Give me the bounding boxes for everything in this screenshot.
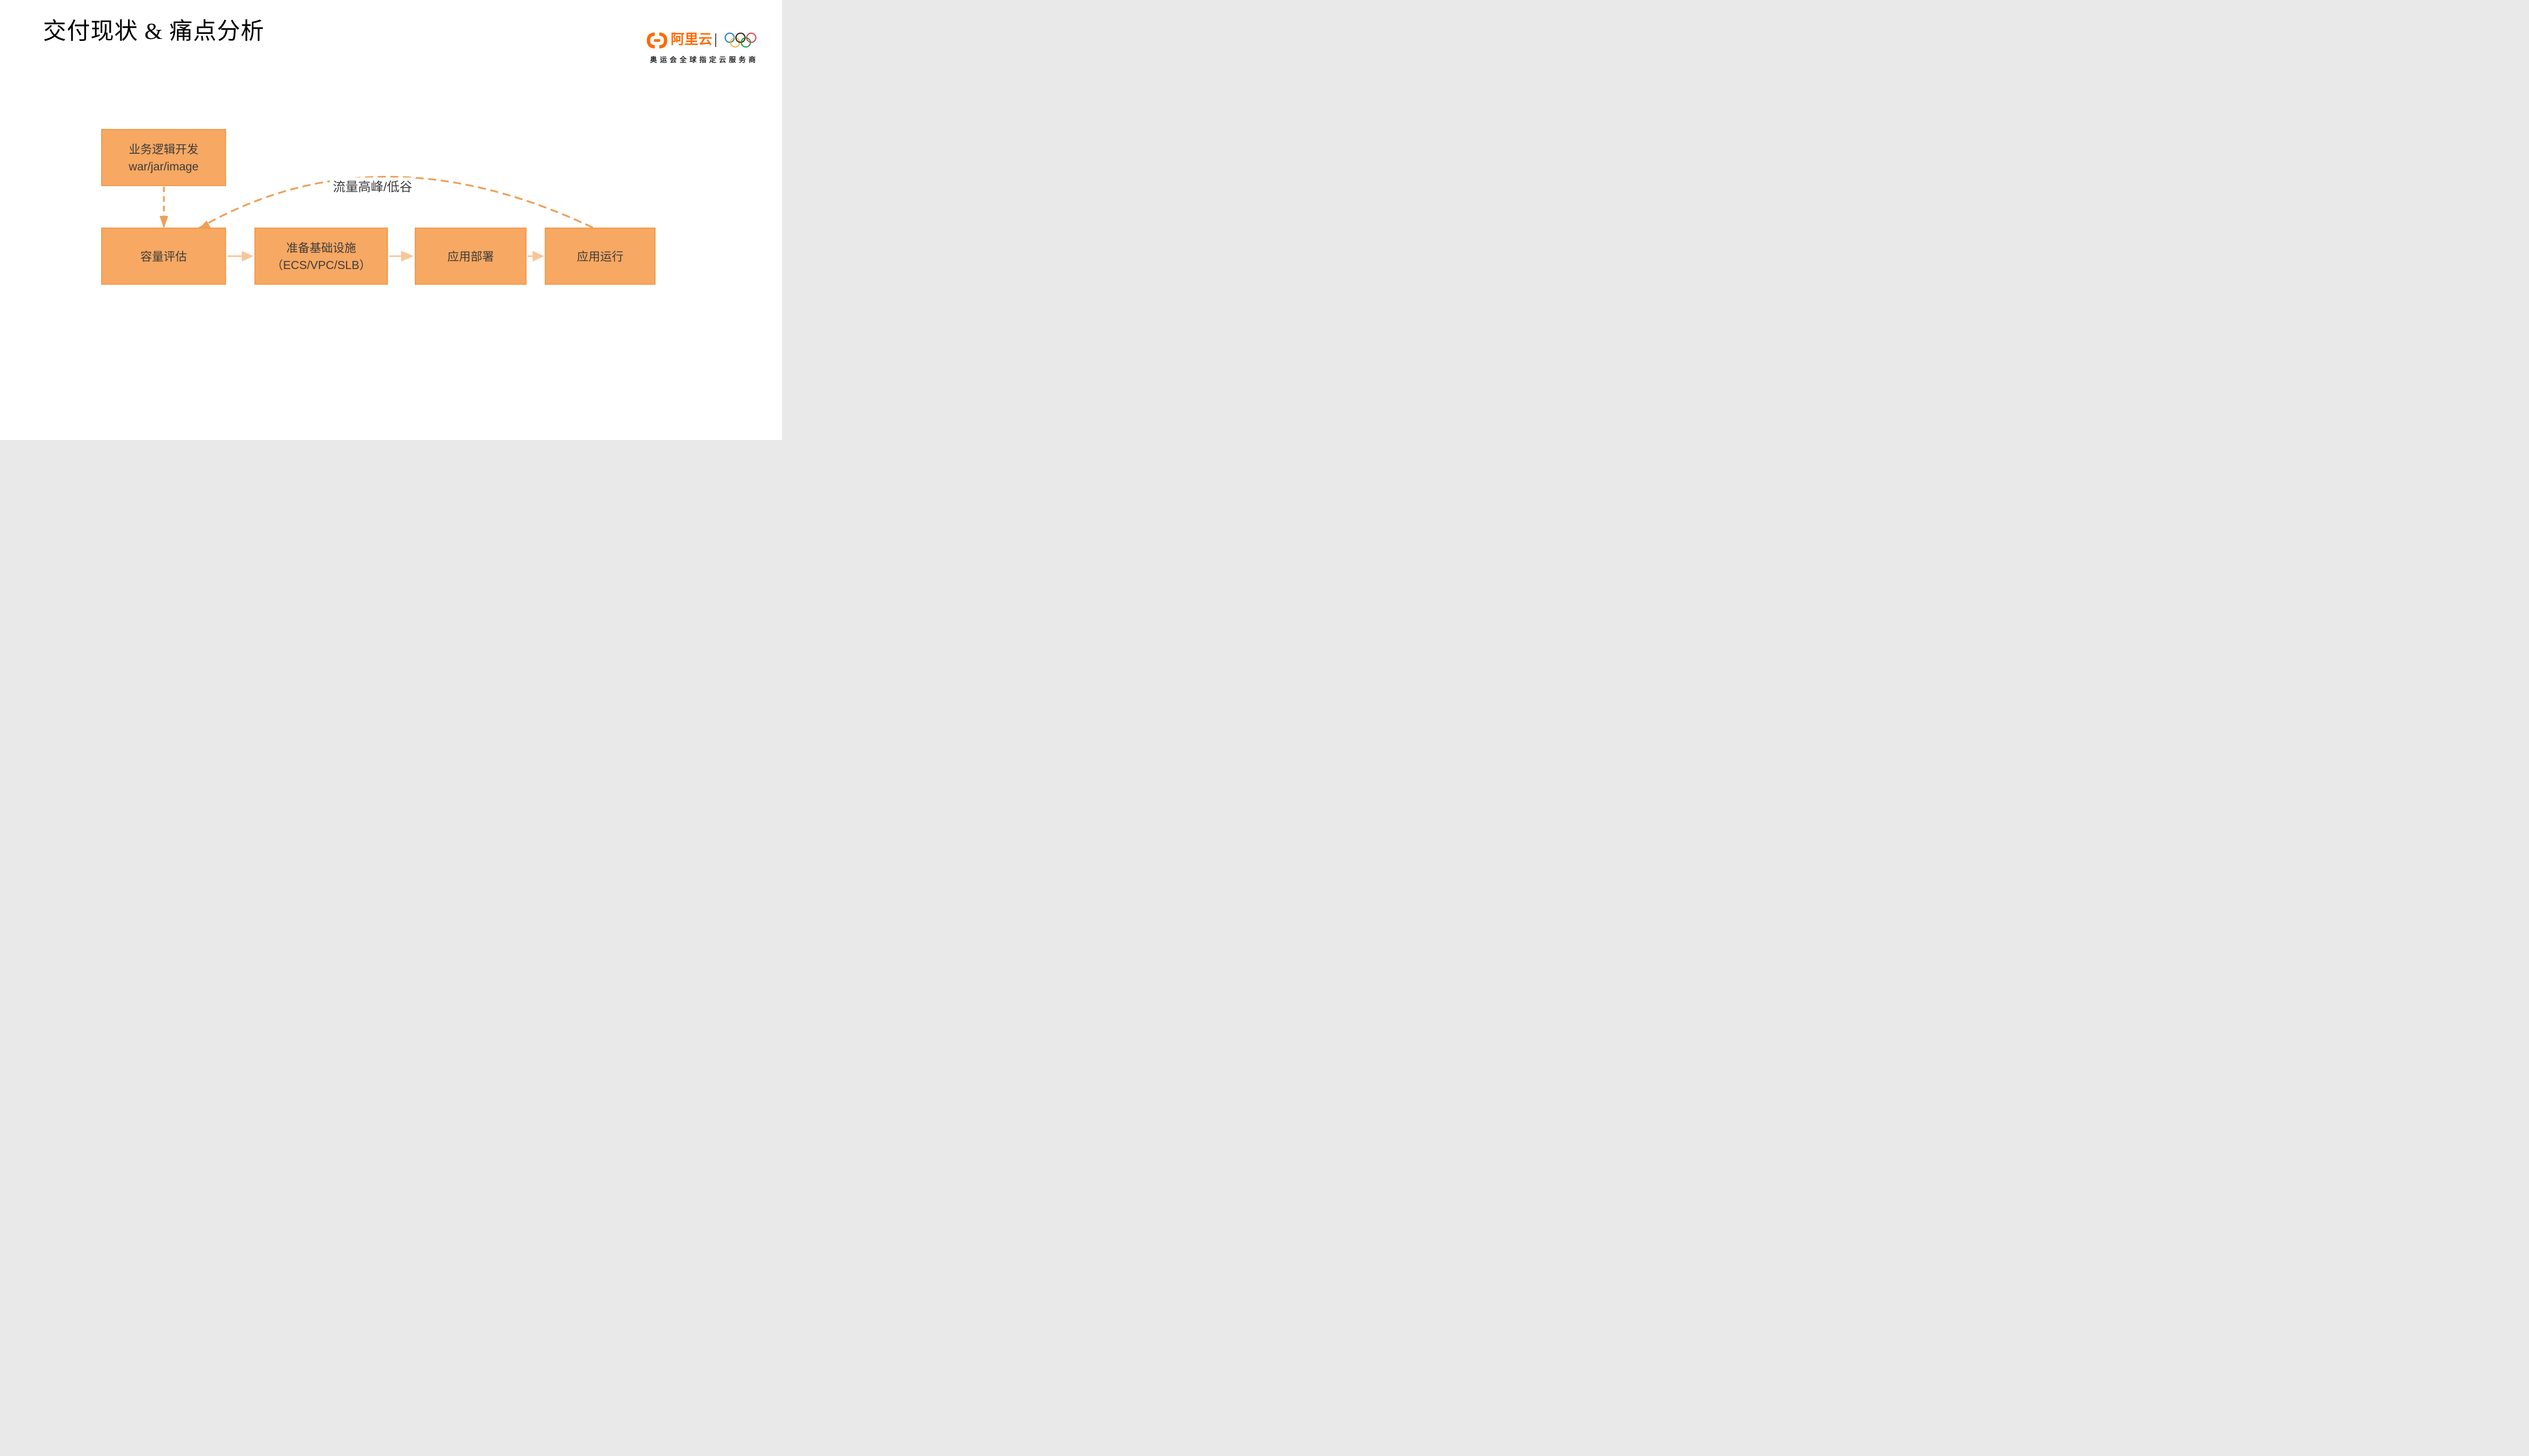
flow-node-label: 准备基础设施 [286, 241, 356, 254]
feedback-label: 流量高峰/低谷 [330, 178, 415, 197]
brand-divider [715, 33, 716, 47]
flow-node-business-dev: 业务逻辑开发 war/jar/image [101, 129, 226, 186]
flow-node-sublabel: war/jar/image [128, 159, 199, 173]
deploy-to-run-arrowhead [533, 251, 544, 261]
flow-node-sublabel: （ECS/VPC/SLB） [271, 258, 371, 272]
alibaba-cloud-logo-icon [646, 32, 668, 49]
brand-tagline: 奥运会全球指定云服务商 [650, 56, 759, 64]
olympic-rings-icon [724, 32, 757, 48]
flow-connectors [159, 175, 593, 261]
slide-canvas: 交付现状 & 痛点分析 阿里云 奥运会全球指定云服务商 [0, 0, 782, 440]
slide-title: 交付现状 & 痛点分析 [43, 18, 265, 44]
flow-node-capacity-eval: 容量评估 [101, 228, 226, 285]
flow-node-label: 容量评估 [140, 249, 187, 263]
alibaba-cloud-wordmark: 阿里云 [671, 32, 713, 47]
flow-node-app-run: 应用运行 [545, 228, 656, 285]
flow-node-label: 应用部署 [447, 249, 494, 263]
alibaba-cloud-brand: 阿里云 奥运会全球指定云服务商 [642, 29, 764, 65]
capacity-to-infra-arrowhead [242, 251, 253, 261]
infra-to-deploy-arrowhead [401, 251, 414, 261]
flow-node-label: 业务逻辑开发 [128, 142, 199, 156]
flow-node-label: 应用运行 [577, 249, 624, 263]
flow-node-prepare-infra: 准备基础设施 （ECS/VPC/SLB） [254, 228, 388, 285]
dev-to-capacity-arrowhead [159, 216, 168, 229]
flow-node-app-deploy: 应用部署 [415, 228, 527, 285]
